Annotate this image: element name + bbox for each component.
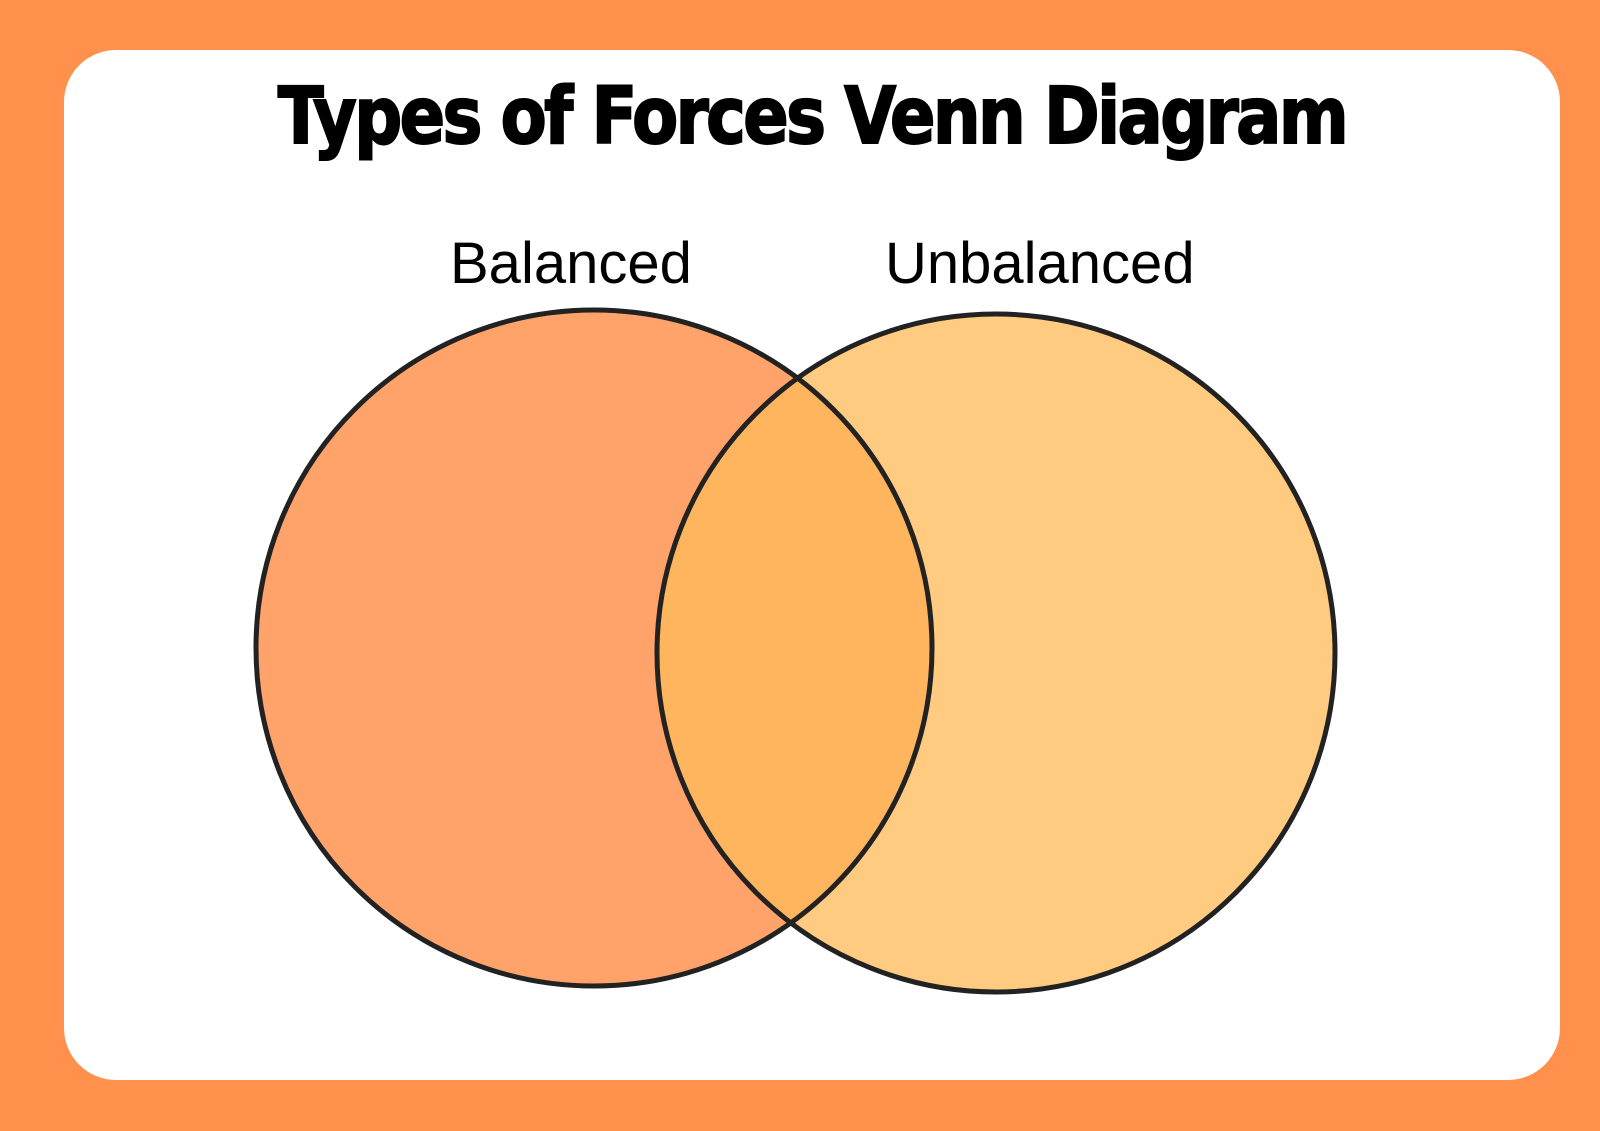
venn-intersection	[657, 314, 932, 986]
venn-outline-balanced	[253, 307, 935, 989]
set-label-unbalanced: Unbalanced	[885, 231, 1195, 296]
venn-diagram	[253, 307, 1338, 995]
set-label-balanced: Balanced	[450, 231, 692, 296]
venn-outline-unbalanced	[654, 311, 1338, 995]
page-title: Types of Forces Venn Diagram	[277, 71, 1350, 163]
diagram-card: Types of Forces Venn Diagram Balanced Un…	[64, 50, 1560, 1080]
